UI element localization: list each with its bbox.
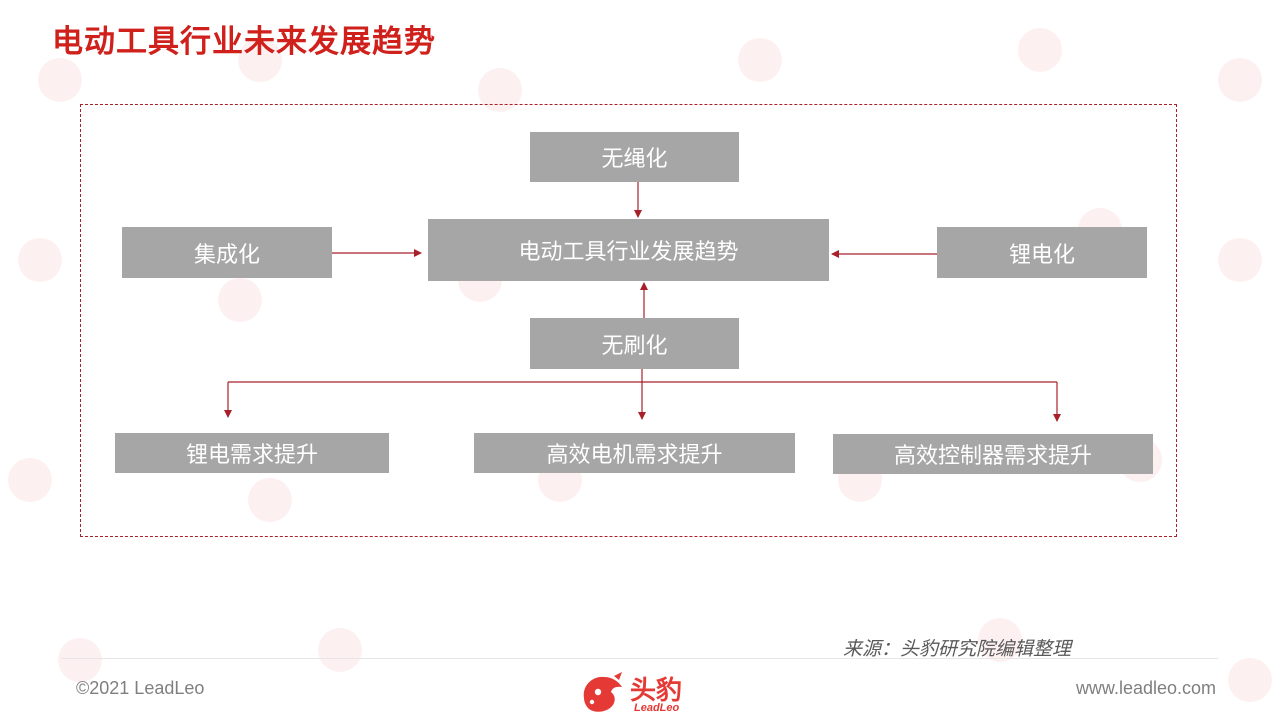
page-title: 电动工具行业未来发展趋势 <box>52 24 436 60</box>
node-left: 集成化 <box>122 227 332 278</box>
node-bottom: 无刷化 <box>530 318 739 369</box>
node-center: 电动工具行业发展趋势 <box>428 219 829 281</box>
outcome-box-2: 高效电机需求提升 <box>474 433 795 473</box>
footer-divider <box>62 658 1218 659</box>
copyright-text: ©2021 LeadLeo <box>76 678 205 698</box>
leopard-mark-icon <box>583 672 622 712</box>
outcome-box-3: 高效控制器需求提升 <box>833 434 1153 474</box>
source-note: 来源：头豹研究院编辑整理 <box>843 638 1072 660</box>
diagram-frame <box>80 104 1177 537</box>
outcome-box-1: 锂电需求提升 <box>115 433 389 473</box>
logo-text-cn: 头豹 <box>630 676 683 706</box>
website-link[interactable]: www.leadleo.com <box>1075 678 1216 698</box>
leadleo-logo: 头豹 LeadLeo <box>578 668 708 718</box>
node-right: 锂电化 <box>937 227 1147 278</box>
node-top: 无绳化 <box>530 132 739 182</box>
logo-text-en: LeadLeo <box>634 702 680 714</box>
